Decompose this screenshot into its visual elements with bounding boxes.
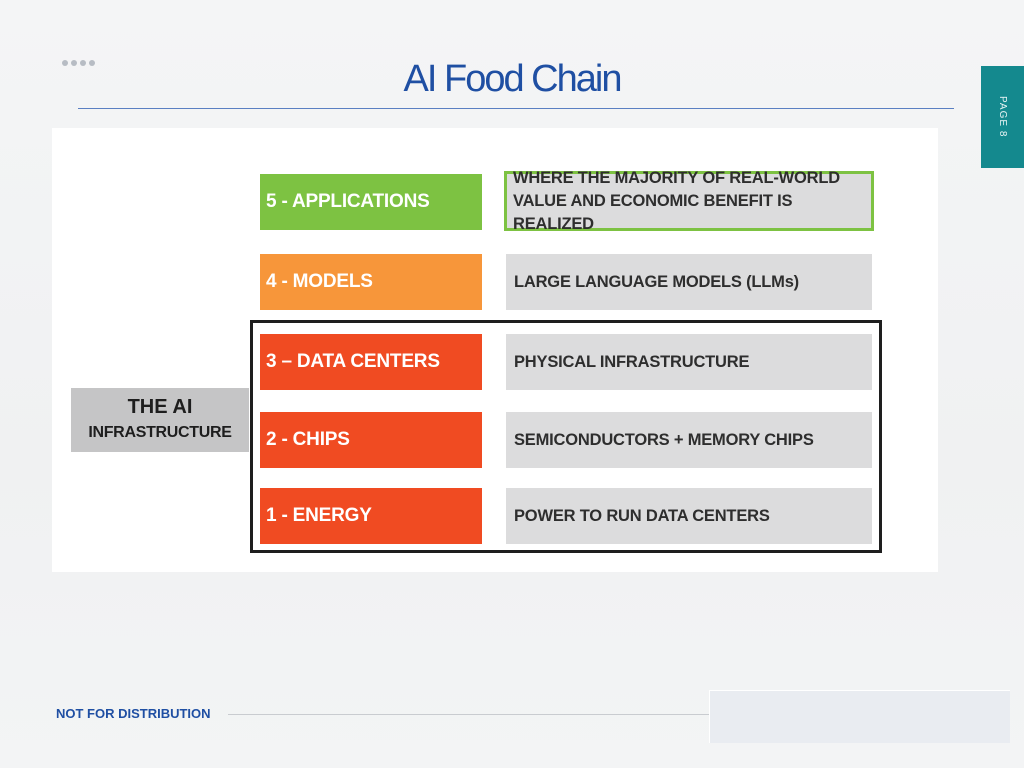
layer-chips: 2 - CHIPS <box>260 412 482 468</box>
distribution-notice: NOT FOR DISTRIBUTION <box>56 706 211 721</box>
infrastructure-label: THE AI INFRASTRUCTURE <box>71 388 249 452</box>
page-number-tab: PAGE 8 <box>981 66 1024 168</box>
footer-placeholder-box <box>709 690 1010 743</box>
infrastructure-label-line1: THE AI <box>127 396 193 418</box>
layer-applications-description: WHERE THE MAJORITY OF REAL-WORLD VALUE A… <box>504 169 874 233</box>
layer-models: 4 - MODELS <box>260 254 482 310</box>
ai-food-chain-diagram: THE AI INFRASTRUCTURE 5 - APPLICATIONS W… <box>52 128 938 572</box>
layer-energy-description: POWER TO RUN DATA CENTERS <box>506 488 872 544</box>
title-divider <box>78 108 954 109</box>
layer-chips-description: SEMICONDUCTORS + MEMORY CHIPS <box>506 412 872 468</box>
layer-energy: 1 - ENERGY <box>260 488 482 544</box>
slide-dots-decoration <box>62 60 95 66</box>
layer-data-centers: 3 – DATA CENTERS <box>260 334 482 390</box>
infrastructure-bracket <box>250 320 882 553</box>
infrastructure-label-line2: INFRASTRUCTURE <box>88 424 232 441</box>
slide-title: AI Food Chain <box>403 58 623 100</box>
layer-models-description: LARGE LANGUAGE MODELS (LLMs) <box>506 254 872 310</box>
layer-applications: 5 - APPLICATIONS <box>260 174 482 230</box>
footer-divider <box>228 714 710 715</box>
layer-data-centers-description: PHYSICAL INFRASTRUCTURE <box>506 334 872 390</box>
page-number-label: PAGE 8 <box>997 96 1008 138</box>
